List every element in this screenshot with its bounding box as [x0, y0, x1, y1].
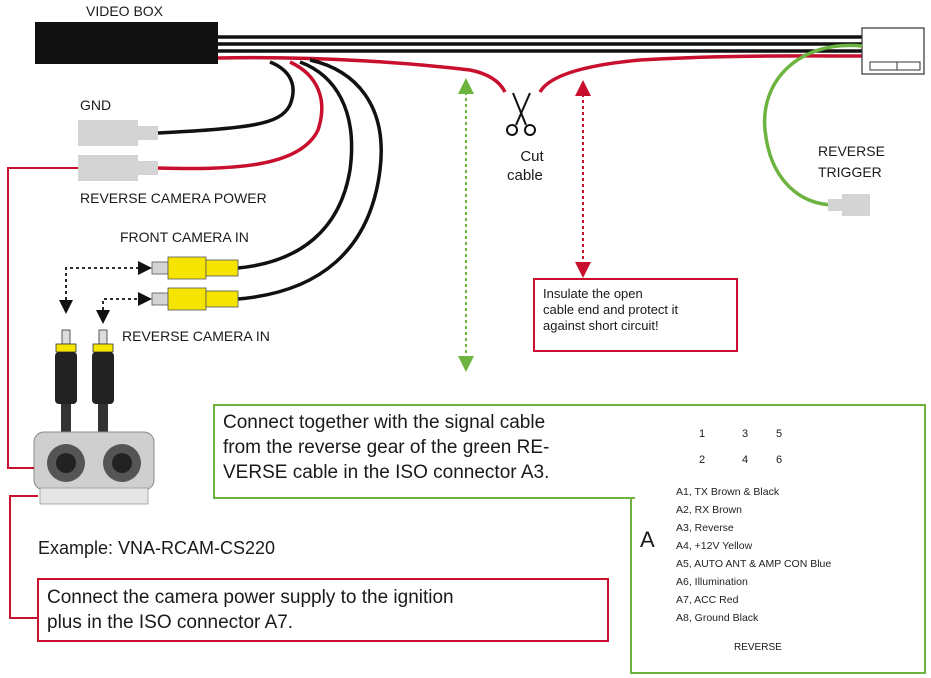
right-connector [861, 27, 925, 75]
reverse-trigger-label-line1: REVERSE [818, 143, 885, 159]
reverse-arrowhead [138, 292, 152, 306]
front-rca-connector [151, 256, 239, 280]
insulate-note-line3: against short circuit! [543, 318, 659, 333]
gnd-wire [157, 60, 295, 135]
reverse-down-arrowhead [96, 310, 110, 324]
cut-label-line1: Cut [520, 148, 544, 165]
pinout-a6: A6, Illumination [676, 576, 748, 588]
gnd-plug [78, 120, 158, 146]
reverse-trigger-label-line2: TRIGGER [818, 164, 882, 180]
reverse-camera-in-label: REVERSE CAMERA IN [122, 328, 270, 344]
reverse-trigger-plug [828, 194, 870, 216]
scissors-icon [506, 92, 536, 136]
insulate-note-line1: Insulate the open [543, 286, 643, 301]
insulate-note-line2: cable end and protect it [543, 302, 679, 317]
reverse-dotted-arrow [102, 298, 140, 310]
front-dotted-arrow [65, 267, 140, 300]
pin-2: 2 [699, 454, 706, 466]
cut-label-line2: cable [507, 167, 543, 184]
red-cable-right [538, 54, 863, 93]
reverse-rca-connector [151, 287, 239, 311]
connect-signal-note: Connect together with the signal cable f… [213, 404, 635, 499]
front-down-arrowhead [59, 300, 73, 314]
insulate-note: Insulate the open cable end and protect … [533, 278, 738, 352]
power-red-wire [157, 60, 324, 171]
video-box [35, 22, 218, 64]
reverse-camera-power-label: REVERSE CAMERA POWER [80, 190, 267, 206]
example-model-label: Example: VNA-RCAM-CS220 [38, 538, 276, 558]
power-plug [78, 155, 158, 181]
pinout-a5: A5, AUTO ANT & AMP CON Blue [676, 558, 832, 570]
iso-connector-panel [630, 404, 926, 674]
pin-5: 5 [776, 428, 783, 440]
pin-6: 6 [776, 454, 783, 466]
camera-power-line2: plus in the ISO connector A7. [47, 612, 294, 633]
video-box-label: VIDEO BOX [86, 3, 164, 19]
front-arrowhead [138, 261, 152, 275]
front-camera-in-label: FRONT CAMERA IN [120, 229, 249, 245]
gnd-label: GND [80, 97, 112, 113]
pinout-a8: A8, Ground Black [676, 612, 759, 624]
pin-4: 4 [742, 454, 749, 466]
connect-signal-line1: Connect together with the signal cable [223, 412, 546, 433]
reverse-video-cable [237, 58, 383, 301]
camera-power-line-top [7, 167, 78, 469]
camera-power-line-bottom [9, 495, 38, 619]
reverse-tag-label: REVERSE [734, 642, 782, 653]
pin-1: 1 [699, 428, 706, 440]
camera-power-line1: Connect the camera power supply to the i… [47, 587, 454, 608]
camera-rca-plugs [55, 329, 114, 432]
pinout-a7: A7, ACC Red [676, 594, 739, 606]
iso-connector-letter: A [640, 527, 655, 552]
camera-power-note: Connect the camera power supply to the i… [37, 578, 609, 642]
pin-3: 3 [742, 428, 749, 440]
connect-signal-line3: VERSE cable in the ISO connector A3. [223, 462, 550, 483]
connect-signal-line2: from the reverse gear of the green RE- [223, 437, 550, 458]
red-cable-left [217, 55, 507, 93]
green-reverse-cable [762, 43, 863, 207]
front-video-cable [237, 60, 354, 270]
pinout-a4: A4, +12V Yellow [676, 540, 753, 552]
reverse-camera-illustration [33, 431, 155, 505]
pinout-a3: A3, Reverse [676, 522, 734, 534]
pinout-a1: A1, TX Brown & Black [676, 486, 780, 498]
pinout-a2: A2, RX Brown [676, 504, 742, 516]
